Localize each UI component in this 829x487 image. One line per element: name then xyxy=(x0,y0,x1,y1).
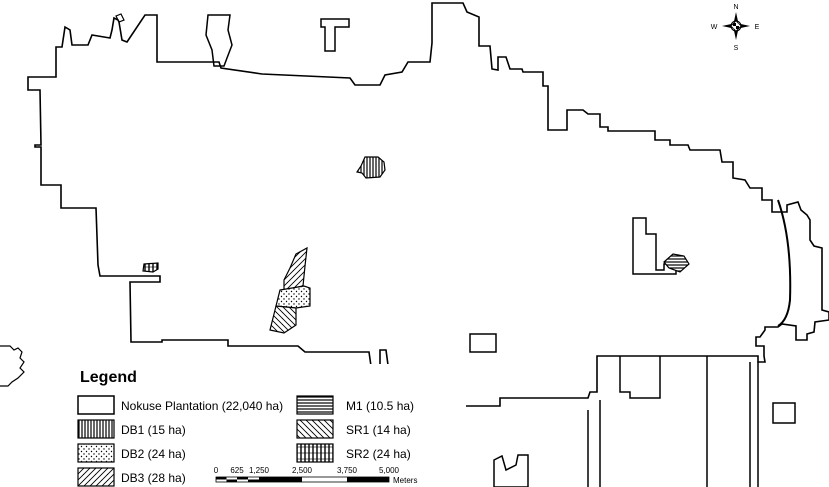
svg-text:Nokuse Plantation (22,040 ha): Nokuse Plantation (22,040 ha) xyxy=(121,399,283,413)
scale-tick-2: 1,250 xyxy=(249,466,270,475)
legend-title: Legend xyxy=(80,369,137,386)
nokuse-plantation-boundary xyxy=(27,2,829,407)
site-db2-map xyxy=(275,285,311,309)
coastline-fragment xyxy=(0,345,25,387)
site-sr2-map xyxy=(142,262,159,273)
svg-text:SR2 (24 ha): SR2 (24 ha) xyxy=(346,447,411,461)
legend-item-db3: DB3 (28 ha) xyxy=(77,467,186,487)
site-db3-map xyxy=(283,246,308,291)
western-notch xyxy=(115,13,125,23)
scale-tick-0: 0 xyxy=(214,466,219,475)
site-m1-map xyxy=(663,253,690,273)
svg-text:DB2 (24 ha): DB2 (24 ha) xyxy=(121,447,186,461)
svg-text:DB1 (15 ha): DB1 (15 ha) xyxy=(121,423,186,437)
south-parcel-3 xyxy=(493,454,529,487)
legend-item-sr2: SR2 (24 ha) xyxy=(296,443,411,463)
compass-e: E xyxy=(755,24,760,31)
site-sr1-map xyxy=(269,305,297,334)
legend-item-m1: M1 (10.5 ha) xyxy=(296,395,414,415)
southeast-parcel-1 xyxy=(619,356,661,399)
road-line xyxy=(777,199,792,327)
eastern-interior-parcel xyxy=(632,217,677,275)
scale-tick-3: 2,500 xyxy=(292,466,313,475)
site-db1-map xyxy=(356,156,386,179)
legend-item-db1: DB1 (15 ha) xyxy=(77,419,186,439)
compass-rose: N S E W xyxy=(711,4,760,52)
svg-text:DB3 (28 ha): DB3 (28 ha) xyxy=(121,471,186,485)
svg-text:M1 (10.5 ha): M1 (10.5 ha) xyxy=(346,399,414,413)
svg-text:SR1 (14 ha): SR1 (14 ha) xyxy=(346,423,411,437)
legend-item-db2: DB2 (24 ha) xyxy=(77,443,186,463)
southeast-parcel-4 xyxy=(587,400,601,487)
legend-item-nokuse: Nokuse Plantation (22,040 ha) xyxy=(77,395,283,415)
northern-parcel-1 xyxy=(205,14,233,67)
compass-w: W xyxy=(711,24,718,31)
scale-unit: Meters xyxy=(393,476,417,485)
legend: Legend Nokuse Plantation (22,040 ha) DB1… xyxy=(72,364,466,487)
southeast-parcel-3 xyxy=(749,362,759,487)
southern-parcel-1 xyxy=(469,333,497,353)
scale-bar: 0 625 1,250 2,500 3,750 5,000 Meters xyxy=(214,466,418,485)
scale-tick-1: 625 xyxy=(230,466,244,475)
compass-n: N xyxy=(733,4,738,11)
legend-item-sr1: SR1 (14 ha) xyxy=(296,419,411,439)
northern-parcel-2 xyxy=(320,18,350,52)
scale-tick-5: 5,000 xyxy=(379,466,400,475)
southern-parcel-2 xyxy=(772,402,796,424)
scale-tick-4: 3,750 xyxy=(337,466,358,475)
compass-s: S xyxy=(734,45,739,52)
